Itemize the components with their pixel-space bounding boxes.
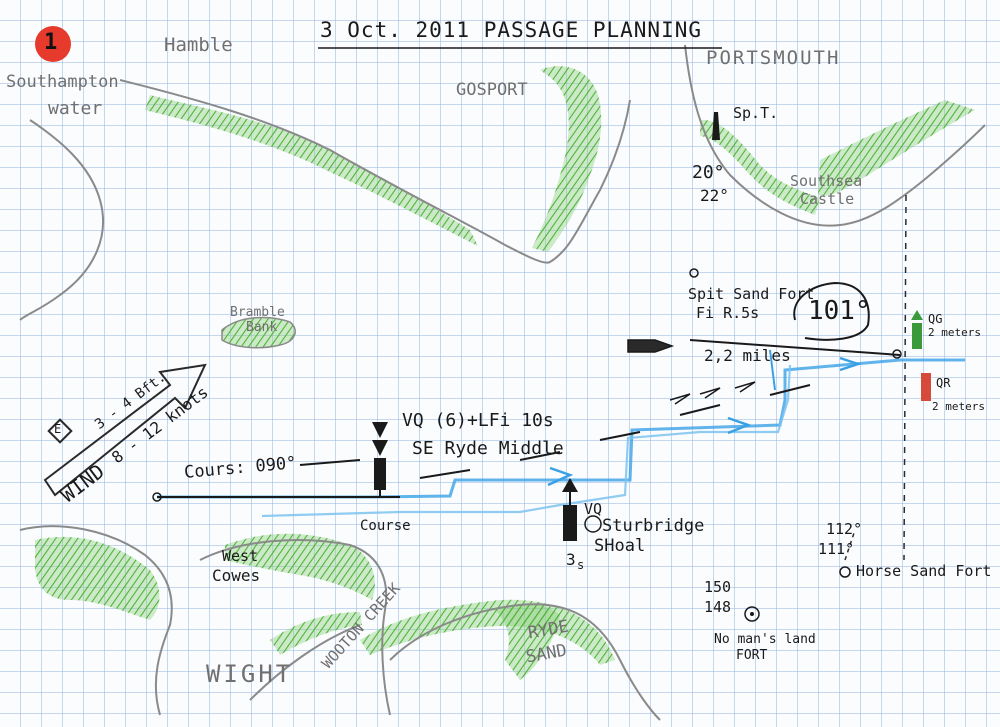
page-number-badge (35, 26, 71, 62)
distance-label: 2,2 miles (704, 346, 791, 365)
spire-symbol (712, 112, 720, 140)
buoy-qg-light: QG (928, 312, 943, 326)
place-wight: WIGHT (206, 660, 294, 688)
bearing-101: 101° (808, 296, 871, 326)
bramble-bank-shoal (221, 316, 296, 349)
horse-sand-fort-name: Horse Sand Fort (856, 562, 992, 580)
place-southampton: Southampton (6, 72, 119, 92)
place-cowes: Cowes (212, 566, 261, 585)
horse-sand-fort-symbol (839, 566, 851, 578)
isle-of-wight-shore (35, 533, 615, 680)
place-southsea: Southsea (790, 172, 863, 190)
buoy-qg-height: 2 meters (928, 326, 981, 339)
place-hamble: Hamble (164, 34, 233, 56)
horse-sand-bearing-line (844, 529, 856, 561)
sturbridge-shoal: SHoal (594, 536, 646, 556)
bearing-arc (793, 281, 870, 341)
mainland-shore-hatching (145, 66, 975, 252)
place-southsea-castle: Castle (800, 190, 855, 208)
spit-sand-fort-light: Fi R.5s (696, 304, 760, 322)
horse-bearing-111: 111° (818, 540, 855, 558)
buoy-qr-light: QR (936, 376, 951, 390)
no-mans-land-fort-symbol (744, 606, 760, 622)
page-title: 3 Oct. 2011 PASSAGE PLANNING (320, 18, 703, 42)
place-portsmouth: PORTSMOUTH (706, 47, 841, 69)
boat-symbol (627, 339, 675, 353)
sturbridge-shoal-buoy (562, 478, 602, 541)
no-mans-land-fort-label: FORT (736, 648, 768, 663)
isle-of-wight-coastline (19, 525, 661, 721)
horse-bearing-112: 112° (826, 520, 863, 538)
depth-148: 148 (704, 598, 732, 616)
place-bramble-bank: Bank (246, 320, 278, 335)
sturbridge-period-unit: s (577, 558, 585, 572)
place-west: West (222, 547, 259, 565)
sturbridge-light: VQ (584, 500, 603, 518)
place-southampton-water: water (48, 98, 103, 119)
bearing-22: 22° (700, 186, 729, 205)
course-line (152, 339, 901, 502)
no-mans-land-fort-dot (750, 612, 754, 616)
spit-sand-fort-symbol (689, 268, 699, 278)
mark-spire-label: Sp.T. (733, 104, 779, 122)
sturbridge-name: Sturbridge (602, 516, 705, 536)
page-number: 1 (44, 30, 58, 55)
bearing-20: 20° (692, 162, 725, 183)
course-label: Course (360, 518, 411, 534)
mainland-coastline (19, 44, 986, 321)
sturbridge-period: 3 (566, 550, 576, 569)
wind-direction-symbol: E (54, 422, 62, 436)
se-ryde-light: VQ (6)+LFi 10s (402, 410, 554, 431)
place-bramble: Bramble (230, 305, 285, 320)
depth-150: 150 (704, 578, 732, 596)
planned-route (157, 349, 965, 518)
no-mans-land-fort-name: No man's land (714, 632, 816, 647)
place-gosport: GOSPORT (456, 80, 528, 100)
se-ryde-middle-buoy (372, 422, 388, 498)
buoy-qr-height: 2 meters (932, 400, 985, 413)
harbour-buoys (892, 194, 931, 561)
se-ryde-name: SE Ryde Middle (412, 438, 564, 459)
spit-sand-fort-name: Spit Sand Fort (688, 285, 815, 303)
wind-arrow (43, 363, 207, 497)
